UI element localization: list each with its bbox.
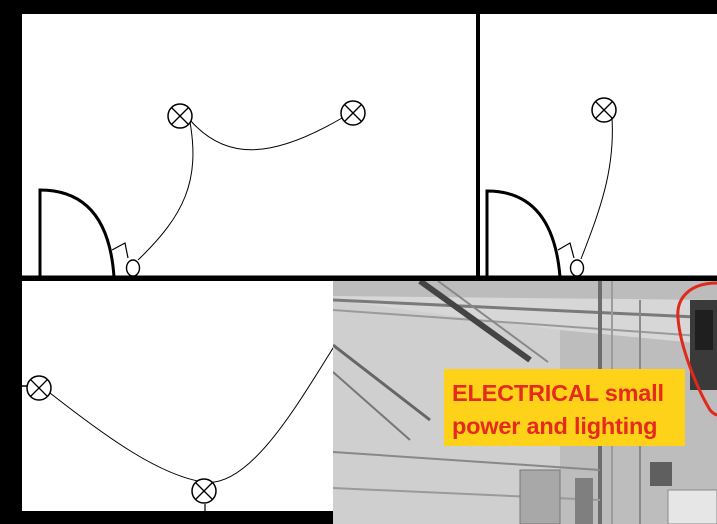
light-switch-icon (557, 242, 585, 277)
door-swing-arc (38, 188, 116, 278)
panel-background (22, 281, 333, 511)
wiring-line (137, 117, 343, 261)
cross-circle-light-icon (340, 100, 366, 126)
caption-line-1: ELECTRICAL small (452, 380, 664, 406)
photo-caption-label: ELECTRICAL small power and lighting (444, 369, 685, 446)
plan-panel-top-left (22, 14, 476, 279)
plan-panel-bottom-left (17, 281, 336, 511)
door-swing-arc (485, 189, 562, 278)
wiring-line (580, 117, 613, 260)
panel-background (480, 14, 717, 277)
cross-circle-light-icon (26, 375, 52, 401)
cross-circle-light-icon (167, 103, 193, 129)
plan-panel-top-right (480, 14, 717, 279)
light-switch-icon (111, 242, 141, 277)
cross-circle-light-icon (191, 478, 217, 504)
caption-line-2: power and lighting (452, 413, 658, 439)
cross-circle-light-icon (591, 97, 617, 123)
panel-background (22, 14, 476, 277)
highlight-ring (676, 281, 717, 417)
